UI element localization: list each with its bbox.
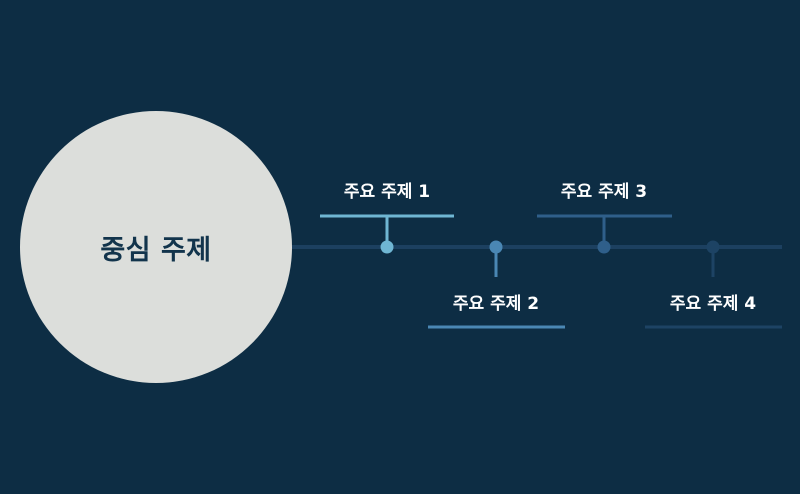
topic-1-label: 주요 주제 1 (343, 182, 431, 202)
topic-4-label: 주요 주제 4 (669, 294, 757, 314)
topic-1-node (380, 240, 394, 254)
topic-3-label: 주요 주제 3 (560, 182, 648, 202)
center-topic-label: 중심 주제 (100, 234, 212, 266)
topic-3-node (597, 240, 611, 254)
topic-2-node (489, 240, 503, 254)
topic-2-label: 주요 주제 2 (452, 294, 540, 314)
topic-4-node (706, 240, 720, 254)
center-topic-circle: 중심 주제 (20, 111, 292, 383)
